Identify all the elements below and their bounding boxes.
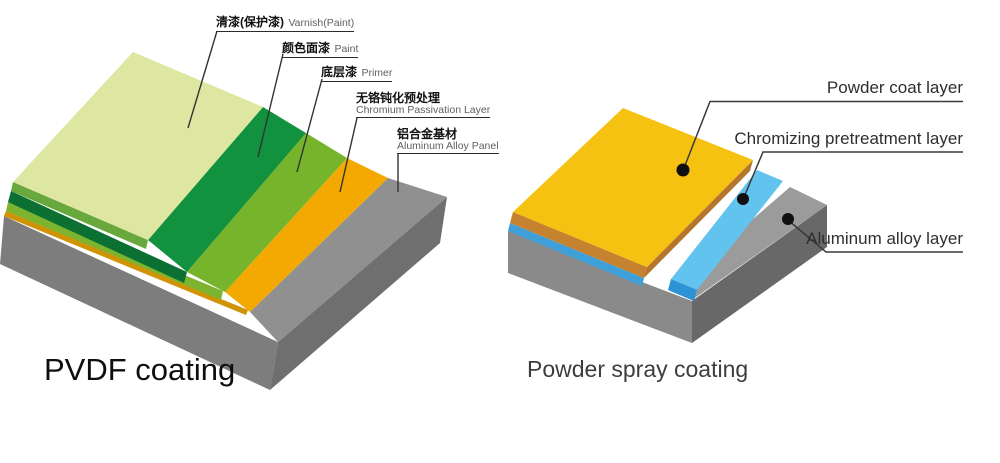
- label-paint-en: Paint: [334, 43, 359, 55]
- pvdf-varnish-top-face: [13, 52, 263, 240]
- pvdf-aluminum-front-face: [0, 216, 278, 390]
- label-varnish-zh: 清漆(保护漆): [216, 15, 284, 29]
- label-primer-en: Primer: [361, 67, 393, 79]
- label-chromizing: Chromizing pretreatment layer: [734, 129, 963, 148]
- pvdf-passivation-top-face: [225, 158, 388, 312]
- pvdf-title: PVDF coating: [44, 352, 236, 387]
- powder-coat-left-side-face: [510, 212, 647, 278]
- pvdf-paint-top-face: [148, 107, 306, 272]
- pvdf-paint-leader-line: [257, 53, 284, 158]
- powder-coat-dot: [676, 163, 690, 177]
- label-aluminum-panel: 铝合金基材 Aluminum Alloy Panel: [397, 127, 499, 155]
- label-aluminum-panel-en: Aluminum Alloy Panel: [397, 139, 499, 152]
- label-varnish: 清漆(保护漆) Varnish(Paint): [216, 13, 355, 33]
- pvdf-varnish-side-face: [11, 182, 148, 249]
- pvdf-paint-side-face: [8, 191, 187, 283]
- label-paint-zh: 颜色面漆: [282, 41, 331, 55]
- pvdf-aluminum-top-face: [250, 178, 447, 342]
- powder-leader-lines: [683, 100, 963, 253]
- label-passivation: 无铬钝化预处理 Chromium Passivation Layer: [356, 91, 491, 119]
- powder-coat-top-face: [513, 108, 753, 267]
- pvdf-aluminum-right-face: [270, 197, 447, 390]
- label-primer-zh: 底层漆: [321, 65, 358, 79]
- pvdf-primer-leader-line: [296, 78, 323, 173]
- powder-aluminum-leader-line: [787, 219, 963, 253]
- powder-chromizing-top-face: [671, 170, 783, 290]
- label-varnish-en: Varnish(Paint): [288, 17, 355, 29]
- label-primer: 底层漆 Primer: [321, 63, 393, 83]
- powder-coat-right-side-face: [644, 160, 753, 278]
- pvdf-primer-top-face: [187, 133, 347, 292]
- label-powder-coat: Powder coat layer: [826, 78, 963, 97]
- powder-aluminum-right-face: [692, 205, 827, 343]
- pvdf-stack: [0, 52, 447, 390]
- powder-chromizing-dot: [737, 193, 749, 205]
- powder-aluminum-dot: [782, 213, 794, 225]
- powder-coat-leader-line: [683, 100, 963, 169]
- pvdf-leader-lines: [187, 30, 399, 193]
- label-paint: 颜色面漆 Paint: [282, 39, 359, 59]
- label-passivation-zh: 无铬钝化预处理: [356, 91, 441, 105]
- label-aluminum-alloy: Aluminum alloy layer: [806, 229, 963, 248]
- powder-title: Powder spray coating: [527, 356, 749, 382]
- pvdf-passivation-side-face: [4, 211, 248, 315]
- label-aluminum-panel-zh: 铝合金基材: [397, 127, 458, 141]
- powder-stack: [508, 108, 827, 343]
- powder-aluminum-front-face: [508, 231, 692, 343]
- label-passivation-en: Chromium Passivation Layer: [356, 103, 491, 116]
- pvdf-varnish-leader-line: [187, 30, 218, 129]
- powder-chromizing-side-face: [508, 223, 644, 286]
- powder-leader-dots: [676, 163, 794, 225]
- powder-chromizing-leader-line: [743, 151, 963, 198]
- powder-chromizing-end-face: [668, 279, 697, 301]
- pvdf-passivation-leader-line: [339, 117, 358, 193]
